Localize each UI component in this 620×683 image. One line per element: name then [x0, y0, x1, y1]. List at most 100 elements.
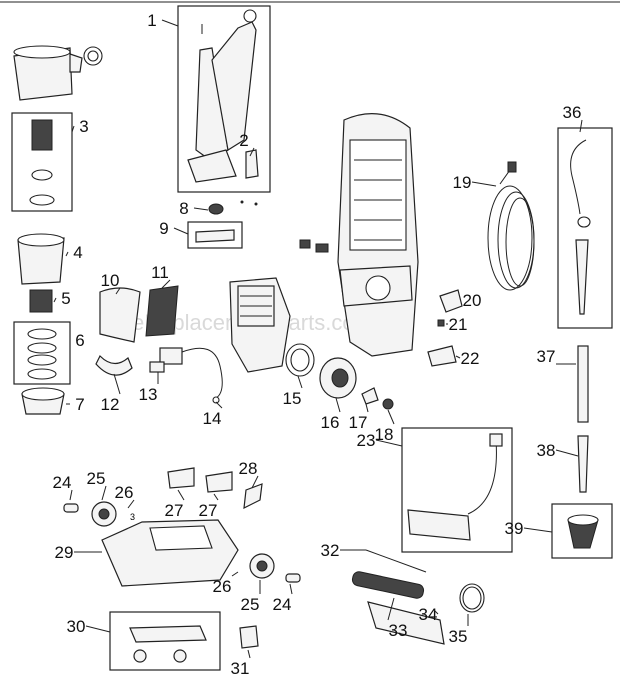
main-body-part[interactable]	[337, 113, 419, 357]
callout-leader-11	[161, 279, 171, 289]
cyclone-part[interactable]	[27, 328, 57, 380]
tank-lid-part[interactable]	[13, 45, 83, 101]
bracket-part-2[interactable]	[205, 471, 233, 493]
callout-10: 10	[101, 271, 120, 290]
nozzle-clip-part[interactable]	[239, 625, 259, 649]
belt-part[interactable]	[367, 601, 445, 645]
callout-leader-36	[579, 119, 583, 133]
callout-17: 17	[349, 413, 368, 432]
power-cord-part[interactable]	[487, 161, 535, 291]
latch-box	[187, 221, 243, 249]
callout-28: 28	[239, 459, 258, 478]
wheel-part-2[interactable]	[249, 553, 275, 579]
seal-ring-part[interactable]	[83, 46, 103, 66]
pin-part-2[interactable]	[285, 573, 301, 583]
small-bracket-part[interactable]	[299, 239, 329, 253]
callout-30: 30	[67, 617, 86, 636]
callout-leader-27	[213, 493, 219, 501]
callout-leader-1	[161, 19, 179, 27]
dusting-brush-part[interactable]	[567, 514, 599, 549]
callout-leader-25	[101, 485, 107, 501]
callout-leader-28	[251, 475, 259, 489]
bottom-plate-box	[109, 611, 221, 671]
filter-screen-part[interactable]	[99, 287, 141, 343]
callout-leader-22	[455, 355, 461, 359]
callout-6: 6	[75, 331, 84, 350]
motor-housing-part[interactable]	[229, 277, 291, 373]
callout-16: 16	[321, 413, 340, 432]
callout-leader-24	[289, 583, 293, 595]
callout-18: 18	[375, 425, 394, 444]
callout-leader-14	[215, 401, 223, 409]
screw-part[interactable]	[437, 319, 445, 327]
callout-25: 25	[241, 595, 260, 614]
hose-part[interactable]	[570, 139, 591, 315]
washer-part-1[interactable]: 3	[130, 512, 135, 522]
callout-leader-18	[387, 409, 395, 425]
pin-part-1[interactable]	[63, 503, 79, 513]
callout-26: 26	[213, 577, 232, 596]
callout-15: 15	[283, 389, 302, 408]
wand-part[interactable]	[577, 345, 589, 423]
fan-part[interactable]	[319, 357, 357, 399]
callout-12: 12	[101, 395, 120, 414]
pedal-part[interactable]	[427, 345, 457, 367]
handle-grip-part[interactable]	[245, 149, 259, 179]
knob-part[interactable]	[208, 200, 258, 215]
hood-part[interactable]	[95, 354, 133, 376]
callout-14: 14	[203, 409, 222, 428]
brush-roll-part[interactable]	[351, 571, 425, 600]
cup-bottom-part[interactable]	[21, 387, 65, 415]
bottom-plate-part[interactable]	[129, 625, 207, 663]
callout-leader-3	[71, 125, 75, 133]
callout-leader-27	[177, 489, 185, 501]
latch-spring-part[interactable]	[243, 483, 263, 510]
handle-part[interactable]	[187, 9, 257, 183]
wire-part[interactable]	[181, 347, 223, 404]
callout-24: 24	[273, 595, 292, 614]
callout-27: 27	[165, 501, 184, 520]
pre-filter-part[interactable]	[29, 289, 53, 313]
brush-rod-part[interactable]	[365, 549, 427, 573]
callout-33: 33	[389, 621, 408, 640]
dirt-cup-part[interactable]	[17, 233, 65, 285]
callout-11: 11	[151, 263, 169, 282]
callout-leader-10	[115, 287, 121, 295]
switch-part[interactable]	[149, 347, 183, 373]
callout-leader-26	[127, 499, 135, 509]
callout-7: 7	[75, 395, 84, 414]
latch-part[interactable]	[195, 229, 235, 243]
filter-part[interactable]	[29, 119, 55, 206]
belt-ring-part[interactable]	[285, 343, 315, 377]
callout-leader-30	[85, 625, 111, 633]
foot-base-part[interactable]	[101, 519, 239, 587]
callout-26: 26	[115, 483, 134, 502]
callout-leader-38	[555, 449, 579, 457]
callout-22: 22	[461, 349, 480, 368]
upholstery-tool-part[interactable]	[407, 433, 503, 541]
brush-box	[551, 503, 613, 559]
belt-loop-part[interactable]	[459, 583, 485, 613]
filter-mesh-part[interactable]	[145, 285, 179, 337]
callout-34: 34	[419, 605, 438, 624]
callout-leader-31	[247, 649, 251, 659]
callout-leader-4	[65, 251, 69, 257]
callout-2: 2	[239, 131, 248, 150]
handle-box	[177, 5, 271, 193]
cord-hook-part[interactable]	[439, 289, 463, 313]
callout-3: 3	[79, 117, 88, 136]
cap-part[interactable]	[382, 398, 394, 410]
callout-32: 32	[321, 541, 340, 560]
callout-21: 21	[449, 315, 468, 334]
callout-27: 27	[199, 501, 218, 520]
wheel-part-1[interactable]	[91, 501, 117, 527]
bracket-part-1[interactable]	[167, 467, 195, 489]
callout-leader-19	[471, 181, 497, 187]
callout-36: 36	[563, 103, 582, 122]
clip-part[interactable]	[361, 387, 379, 405]
callout-leader-24	[69, 489, 73, 501]
callout-leader-5	[53, 297, 57, 303]
crevice-tool-part[interactable]	[577, 435, 589, 493]
callout-leader-34	[433, 609, 439, 615]
